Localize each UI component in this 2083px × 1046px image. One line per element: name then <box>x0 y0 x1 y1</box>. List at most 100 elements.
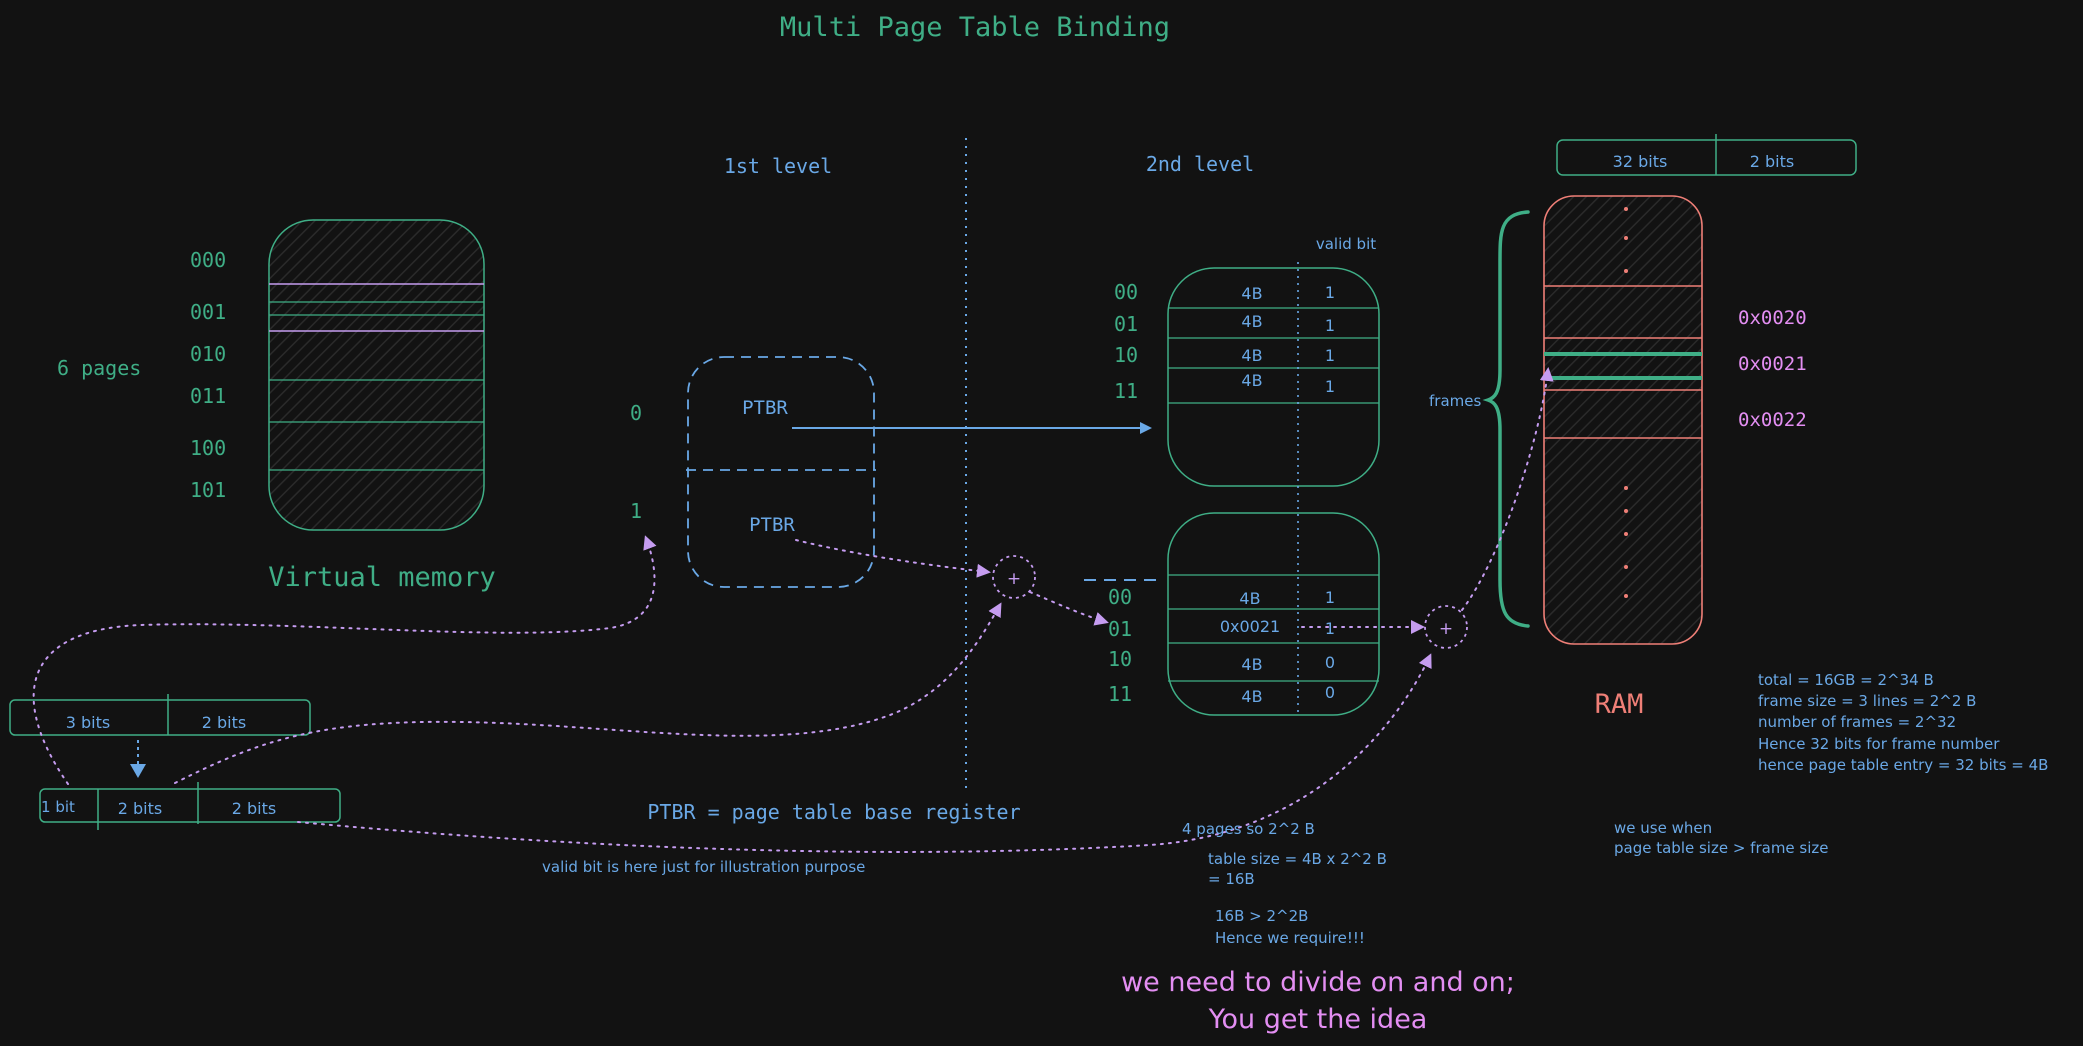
second-level-heading: 2nd level <box>1146 152 1254 176</box>
plus-sign: + <box>1439 619 1453 639</box>
frame-address-entry: 0x0021 <box>1220 617 1280 636</box>
valid-bit: 1 <box>1325 619 1335 638</box>
second-level-index: 11 <box>1114 379 1138 403</box>
calc-line: Hence 32 bits for frame number <box>1758 735 2000 753</box>
first-level-index: 0 <box>630 401 642 425</box>
entry-size: 4B <box>1239 589 1260 608</box>
usage-note: we use when page table size > frame size <box>1614 819 1829 857</box>
second-level-indices-a: 00 01 10 11 <box>1114 280 1138 403</box>
vm-address-label: 011 <box>190 384 226 408</box>
compare-line: 16B > 2^2B <box>1215 907 1308 925</box>
six-pages-label: 6 pages <box>57 356 141 380</box>
table-b-cells: 4B 0x0021 4B 4B 1 1 0 0 <box>1220 588 1335 706</box>
virtual-memory-block <box>268 219 485 531</box>
vm-address-label: 010 <box>190 342 226 366</box>
ptbr-entry: PTBR <box>749 514 795 536</box>
ram-addresses: 0x0020 0x0021 0x0022 <box>1738 307 1807 431</box>
entry-size: 4B <box>1241 655 1262 674</box>
table-size-line: = 16B <box>1208 870 1255 888</box>
valid-bit: 0 <box>1325 683 1335 702</box>
second-level-index: 10 <box>1114 343 1138 367</box>
ram-ellipsis-dots <box>1624 207 1628 598</box>
offset-width: 2 bits <box>1750 152 1794 171</box>
diagram-title: Multi Page Table Binding <box>780 12 1170 43</box>
valid-bit: 1 <box>1325 588 1335 607</box>
page-number-bits: 3 bits <box>66 713 110 732</box>
ram-entry-format: 32 bits 2 bits <box>1556 134 1857 176</box>
second-level-indices-b: 00 01 10 11 <box>1108 585 1132 706</box>
second-level-bits: 2 bits <box>118 799 162 818</box>
three-part-address-format: 1 bit 2 bits 2 bits <box>39 782 341 830</box>
first-level-bits: 1 bit <box>41 798 75 816</box>
pages-line: 4 pages so 2^2 B <box>1182 820 1315 838</box>
format-split-arrowhead <box>130 764 146 778</box>
vm-address-labels: 000 001 010 011 100 101 <box>190 248 226 502</box>
ptbr-to-adder-arrow <box>795 539 991 578</box>
virtual-memory-label: Virtual memory <box>268 562 496 593</box>
second-level-index: 00 <box>1114 280 1138 304</box>
two-part-address-format: 3 bits 2 bits <box>9 694 311 736</box>
first-bit-to-index-arrow <box>32 535 657 785</box>
offset-bits: 2 bits <box>232 799 276 818</box>
entry-size: 4B <box>1241 284 1262 303</box>
ram-label: RAM <box>1595 689 1644 720</box>
adder-to-table-arrow <box>1029 591 1109 626</box>
entry-size: 4B <box>1241 312 1262 331</box>
ram-address: 0x0021 <box>1738 353 1807 375</box>
calc-line: frame size = 3 lines = 2^2 B <box>1758 692 1976 710</box>
table-size-line: table size = 4B x 2^2 B <box>1208 850 1387 868</box>
vm-address-label: 100 <box>190 436 226 460</box>
entry-size: 4B <box>1241 687 1262 706</box>
second-level-table-a <box>1167 267 1380 487</box>
ram-address: 0x0022 <box>1738 409 1807 431</box>
second-level-index: 01 <box>1108 617 1132 641</box>
valid-bit-label: valid bit <box>1316 235 1376 253</box>
frames-label: frames <box>1429 392 1481 410</box>
second-level-index: 01 <box>1114 312 1138 336</box>
ram-calculation-notes: total = 16GB = 2^34 B frame size = 3 lin… <box>1758 671 2048 774</box>
usage-line: page table size > frame size <box>1614 839 1829 857</box>
plus-sign: + <box>1007 569 1021 589</box>
first-level-table <box>686 356 876 588</box>
offset-bits: 2 bits <box>202 713 246 732</box>
second-level-index: 00 <box>1108 585 1132 609</box>
ptbr-entry: PTBR <box>742 397 788 419</box>
ptbr-definition: PTBR = page table base register <box>647 800 1020 824</box>
second-level-index: 10 <box>1108 647 1132 671</box>
adder-1st-to-2nd: + <box>992 555 1036 599</box>
valid-bit: 1 <box>1325 377 1335 396</box>
table-a-cells: 4B 4B 4B 4B 1 1 1 1 <box>1241 283 1335 396</box>
ram-address: 0x0020 <box>1738 307 1807 329</box>
frame-number-width: 32 bits <box>1613 152 1668 171</box>
compare-line: Hence we require!!! <box>1215 929 1365 947</box>
conclusion-line: You get the idea <box>1208 1004 1428 1035</box>
vm-address-label: 000 <box>190 248 226 272</box>
valid-bit-note: valid bit is here just for illustration … <box>542 858 865 876</box>
table-size-notes: 4 pages so 2^2 B table size = 4B x 2^2 B… <box>1182 820 1387 947</box>
second-level-table-b <box>1167 512 1380 716</box>
frames-brace <box>1482 210 1530 628</box>
ram-block <box>1543 195 1703 645</box>
second-bits-to-adder-arrow <box>174 602 1002 784</box>
conclusion-note: we need to divide on and on; You get the… <box>1121 967 1515 1035</box>
valid-bit: 1 <box>1325 283 1335 302</box>
dotted-flow-arrows <box>32 367 1554 853</box>
valid-bit: 1 <box>1325 316 1335 335</box>
conclusion-line: we need to divide on and on; <box>1121 967 1515 998</box>
adder-2nd-to-ram: + <box>1424 605 1468 649</box>
adder-to-ram-arrow <box>1461 367 1554 611</box>
valid-bit: 1 <box>1325 346 1335 365</box>
first-level-index: 1 <box>630 499 642 523</box>
calc-line: hence page table entry = 32 bits = 4B <box>1758 756 2048 774</box>
calc-line: number of frames = 2^32 <box>1758 713 1956 731</box>
calc-line: total = 16GB = 2^34 B <box>1758 671 1934 689</box>
offset-to-adder-arrow <box>297 653 1432 853</box>
first-level-heading: 1st level <box>724 154 832 178</box>
second-level-index: 11 <box>1108 682 1132 706</box>
entry-size: 4B <box>1241 371 1262 390</box>
vm-address-label: 101 <box>190 478 226 502</box>
entry-size: 4B <box>1241 346 1262 365</box>
usage-line: we use when <box>1614 819 1712 837</box>
